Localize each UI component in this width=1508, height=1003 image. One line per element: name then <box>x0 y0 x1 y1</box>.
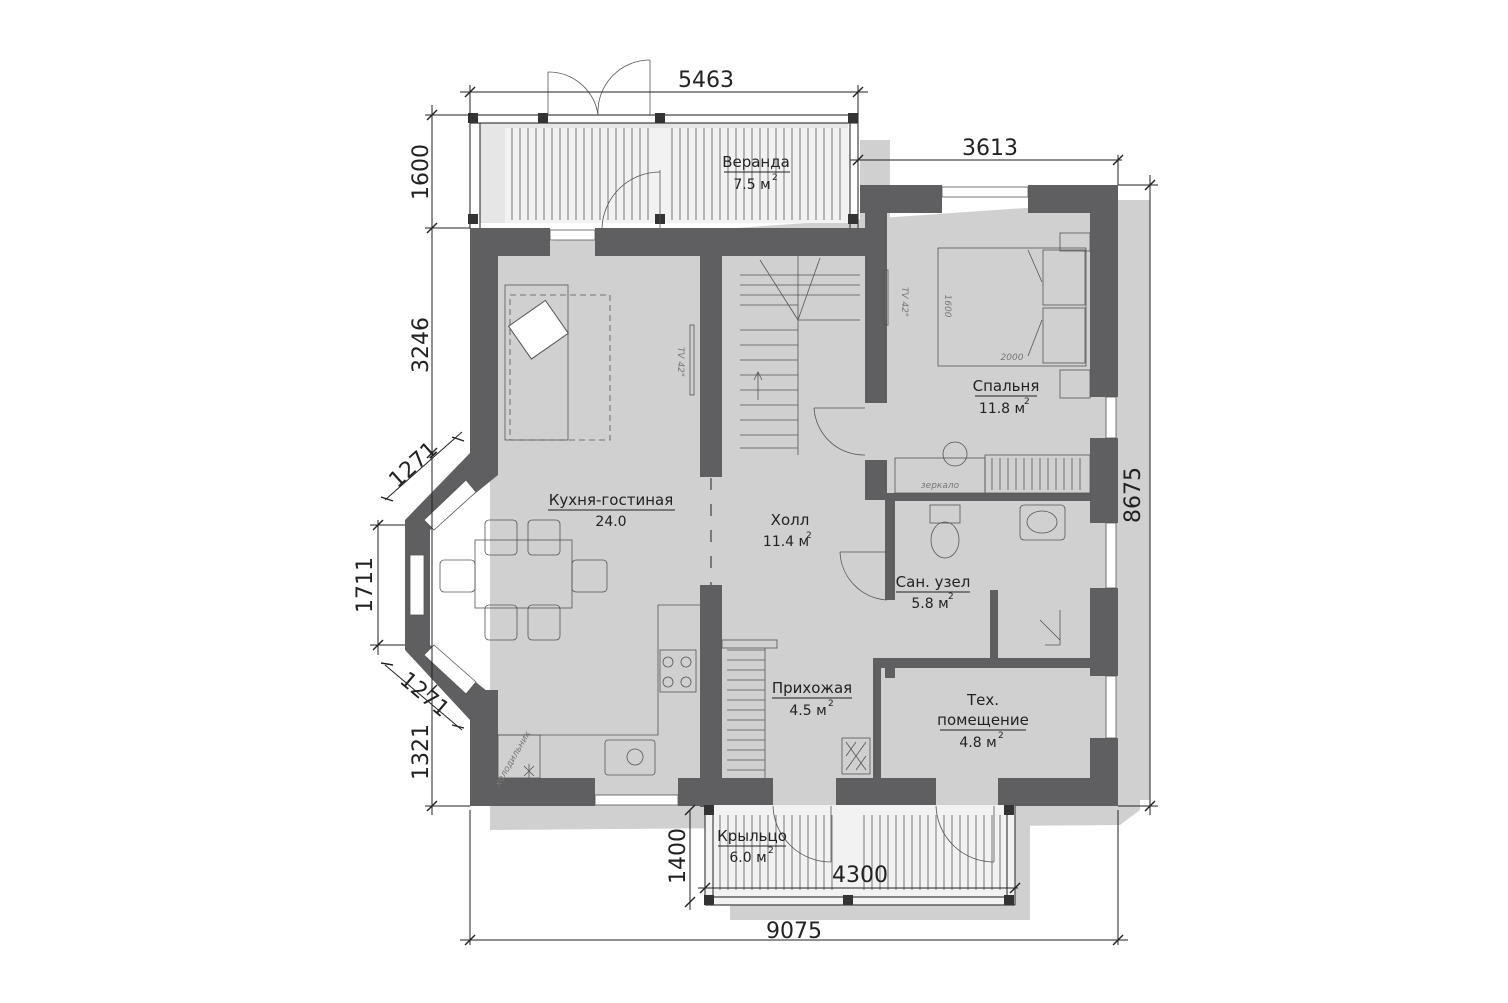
stairs <box>710 255 888 601</box>
veranda-frame <box>468 59 859 229</box>
room-area: 7.5 м <box>733 177 770 193</box>
room-hall: Холл 11.4 м 2 <box>763 511 812 550</box>
dim-bottom: 9075 <box>766 919 822 944</box>
dim-left-lower: 1321 <box>409 724 434 780</box>
room-name: Веранда <box>722 153 790 171</box>
room-porch: Крыльцо 6.0 м 2 <box>717 827 787 866</box>
dim-porch-width: 4300 <box>832 863 888 888</box>
veranda-deck <box>505 128 850 223</box>
room-area: 4.5 м <box>789 703 826 719</box>
interior-walls <box>700 213 1093 807</box>
room-name: Кухня-гостиная <box>549 491 673 509</box>
wall-windows <box>549 186 1117 806</box>
tv-label-bedroom: TV 42" <box>899 287 909 317</box>
dimension-lines <box>370 85 1158 946</box>
kitchen-furniture <box>439 284 700 779</box>
room-name: Прихожая <box>772 679 852 697</box>
dim-right: 8675 <box>1121 467 1146 523</box>
unit-sup: 2 <box>768 846 774 856</box>
room-area: 6.0 м <box>729 850 766 866</box>
bed-width-label: 1600 <box>942 295 952 318</box>
room-name: Крыльцо <box>717 827 787 845</box>
room-name: Тех. <box>966 691 999 709</box>
dim-bay-mid: 1711 <box>353 557 378 613</box>
room-name: Спальня <box>973 377 1040 395</box>
mirror-label: зеркало <box>921 481 960 491</box>
room-kitchen: Кухня-гостиная 24.0 <box>548 491 675 530</box>
dim-bay-top: 1271 <box>384 437 442 493</box>
room-bedroom: Спальня 11.8 м 2 <box>973 377 1040 417</box>
bed-length-label: 2000 <box>1001 353 1024 363</box>
room-entry: Прихожая 4.5 м 2 <box>772 679 852 719</box>
bedroom-furniture <box>883 232 1091 494</box>
bay-windows <box>409 479 477 695</box>
room-area: 4.8 м <box>959 735 996 751</box>
dim-top-left: 5463 <box>678 68 734 93</box>
tv-label-living: TV 42" <box>675 347 685 377</box>
room-veranda: Веранда 7.5 м 2 <box>722 153 790 193</box>
room-tech: Тех. помещение 4.8 м 2 <box>937 691 1029 751</box>
dim-porch-depth: 1400 <box>666 828 691 884</box>
dim-top-right: 3613 <box>962 136 1018 161</box>
room-area: 11.8 м <box>979 401 1025 417</box>
dim-left-upper: 3246 <box>409 317 434 373</box>
bathroom-fixtures <box>929 504 1066 646</box>
unit-sup: 2 <box>998 731 1004 741</box>
room-area: 24.0 <box>595 514 626 530</box>
unit-sup: 2 <box>772 173 778 183</box>
dim-left-veranda: 1600 <box>409 144 434 200</box>
room-area: 5.8 м <box>911 596 948 612</box>
room-name: Холл <box>771 511 810 529</box>
unit-sup: 2 <box>948 592 954 602</box>
entry-furniture <box>721 639 871 778</box>
unit-sup: 2 <box>828 699 834 709</box>
room-name-2: помещение <box>937 711 1029 729</box>
room-bathroom: Сан. узел 5.8 м 2 <box>896 573 971 612</box>
unit-sup: 2 <box>1024 397 1030 407</box>
room-name: Сан. узел <box>896 573 971 591</box>
room-area: 11.4 м <box>763 534 809 550</box>
unit-sup: 2 <box>806 531 812 541</box>
exterior-walls <box>405 185 1118 806</box>
